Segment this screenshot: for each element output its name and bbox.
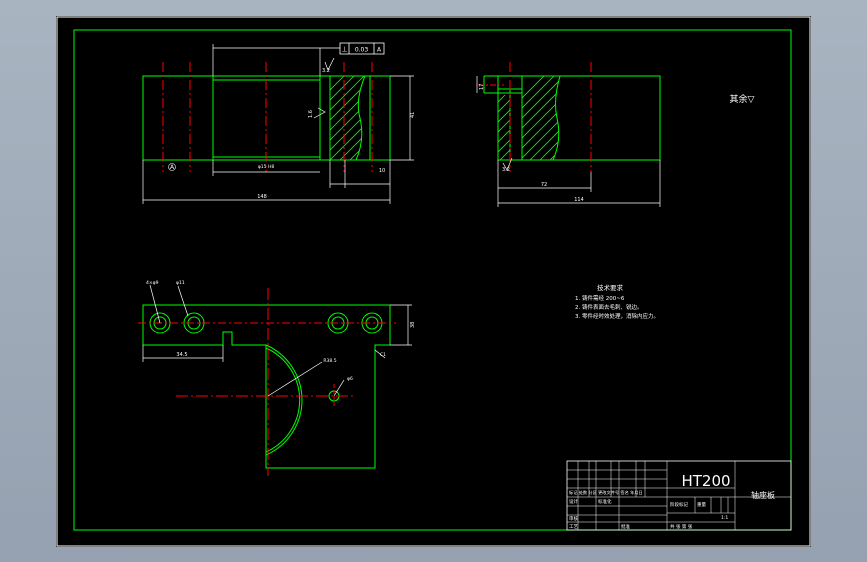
title-block-part-name: 轴座板 <box>751 490 775 500</box>
dim-hole-leader <box>177 285 189 317</box>
dim-r-arc: R38.5 <box>323 358 336 364</box>
title-block-frame <box>566 460 792 531</box>
dim-overall-length: 148 <box>257 194 267 200</box>
tolerance-frame <box>339 42 385 55</box>
outer-frame <box>56 16 811 547</box>
title-block-material: HT200 <box>681 472 730 490</box>
title-block-scale-value: 1:1 <box>721 515 728 521</box>
side-view-hatch <box>522 76 560 160</box>
front-view-section-boundary <box>329 75 366 161</box>
technical-requirements: 技术要求 1. 铸件需经 200~6 2. 铸件表面去毛刺、锐边。 3. 零件经… <box>575 283 659 320</box>
dim-side-length: 72 <box>541 182 547 188</box>
dim-small-hole-leader <box>333 379 345 397</box>
side-view: 72 114 17 3.2 <box>476 62 661 207</box>
top-view-arc-inner <box>265 347 301 453</box>
tech-req-title: 技术要求 <box>597 283 624 292</box>
roughness-symbol <box>324 57 335 71</box>
title-block-stage: 阶段标记 <box>670 501 688 508</box>
title-block-weight: 重量 <box>697 501 706 508</box>
dim-bore: φ15 H8 <box>258 164 275 170</box>
drawing-sheet <box>56 16 811 547</box>
dim-half-length: 34.5 <box>176 352 187 358</box>
title-block-approve: 批准 <box>621 523 630 530</box>
tech-req-item: 2. 铸件表面去毛刺、锐边。 <box>575 303 643 311</box>
dim-chamfer: C1 <box>380 352 386 358</box>
front-view: 148 φ15 H8 10 41 ⊥ 0.03 A 3.2 1.6 A <box>142 42 416 204</box>
title-block: 标记 处数 分区 更改文件号 签名 年月日 设计 标准化 审核 工艺 批准 阶段… <box>566 460 792 531</box>
title-block-design: 设计 <box>569 498 578 505</box>
top-view-arc <box>265 344 303 456</box>
dim-side-height: 17 <box>479 84 485 90</box>
roughness-symbol <box>313 107 326 119</box>
title-block-standard: 标准化 <box>598 498 612 505</box>
top-view: R38.5 φ6 4×φ9 φ11 34.5 38 C1 <box>138 280 416 476</box>
dim-r-leader <box>267 361 323 397</box>
title-block-review: 审核 <box>569 515 578 522</box>
title-block-process: 工艺 <box>569 524 578 530</box>
dim-height: 41 <box>410 112 416 118</box>
dim-hole-leader <box>149 284 161 324</box>
title-block-sheet: 共 张 第 张 <box>670 523 693 530</box>
roughness-mark: 3.2 <box>502 167 510 173</box>
roughness-symbol <box>502 157 513 171</box>
front-view-hatch <box>330 76 365 160</box>
roughness-mark: 3.2 <box>322 68 330 74</box>
roughness-note-text: 其余▽ <box>730 93 755 105</box>
roughness-note: 其余▽ <box>730 93 755 105</box>
dim-hole-b: φ11 <box>176 280 185 286</box>
dim-side-total: 114 <box>574 197 584 203</box>
tolerance-value: 0.03 <box>355 47 369 54</box>
roughness-mark: 1.6 <box>308 110 314 118</box>
dim-small-hole: φ6 <box>347 376 353 382</box>
tech-req-item: 1. 铸件需经 200~6 <box>575 294 625 302</box>
dim-step: 10 <box>379 168 385 174</box>
tolerance-datum: A <box>377 47 382 54</box>
side-view-outline <box>497 75 661 161</box>
title-block-grid <box>567 461 791 530</box>
title-block-header: 标记 处数 分区 更改文件号 签名 年月日 <box>569 489 643 496</box>
dim-width: 38 <box>410 322 416 328</box>
dim-chamfer-leader <box>374 349 386 359</box>
datum-mark: A <box>170 164 175 171</box>
dim-hole-a: 4×φ9 <box>146 280 159 286</box>
tolerance-symbol: ⊥ <box>341 46 347 54</box>
front-view-slot <box>319 75 331 161</box>
side-view-slot-hatch <box>498 95 510 160</box>
tech-req-item: 3. 零件经时效处理，消除内应力。 <box>575 312 659 320</box>
inner-frame <box>73 29 792 531</box>
